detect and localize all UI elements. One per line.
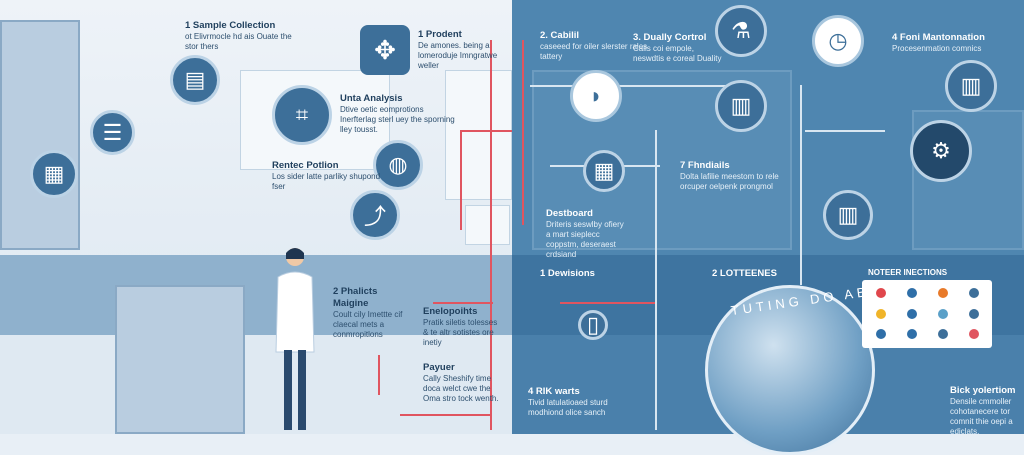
bar-chart-icon: ▥ [945, 60, 997, 112]
bookshelf [115, 285, 245, 434]
notice-icon [875, 308, 886, 319]
notice-icon [968, 288, 979, 298]
shield-icon: ◗ [570, 70, 622, 122]
network-icon: ✥ [360, 25, 410, 75]
chart-icon: ▥ [715, 80, 767, 132]
notice-icon [875, 329, 886, 340]
scientist-figure [275, 248, 315, 430]
gear-icon: ⚙ [910, 120, 972, 182]
report-icon: ▦ [30, 150, 78, 198]
monitor [465, 205, 510, 245]
chart-panel [445, 70, 512, 200]
database-icon: ▤ [170, 55, 220, 105]
notice-icon [937, 308, 948, 319]
signal-icon: ▯ [578, 310, 608, 340]
lab-shelf [0, 20, 80, 250]
notice-icon [937, 288, 948, 298]
notice-title: NOTEER INECTIONS [868, 268, 948, 277]
globe-illustration [705, 285, 875, 455]
notice-panel [862, 280, 992, 348]
globe-icon: ◍ [373, 140, 423, 190]
notice-icon [906, 308, 917, 319]
notice-icon [968, 329, 979, 340]
notice-icon [906, 329, 917, 340]
document-icon: ☰ [90, 110, 135, 155]
analysis-panel [240, 70, 390, 170]
left-lab-panel [0, 0, 512, 434]
dashboard-icon: ▦ [583, 150, 625, 192]
decisions-label: 1 Dewisions [540, 268, 595, 279]
notice-icon [906, 288, 917, 298]
lottenes-label: 2 LOTTEENES [712, 268, 777, 279]
notice-icon [937, 329, 948, 340]
notice-icon [875, 288, 886, 298]
flask-icon: ⚗ [715, 5, 767, 57]
flow-arrow [490, 40, 492, 430]
clock-icon: ◷ [812, 15, 864, 67]
microscope-icon: ⌗ [272, 85, 332, 145]
analytics-icon: ▥ [823, 190, 873, 240]
notice-icon [968, 308, 979, 319]
graph-icon: ⤴ [350, 190, 400, 240]
